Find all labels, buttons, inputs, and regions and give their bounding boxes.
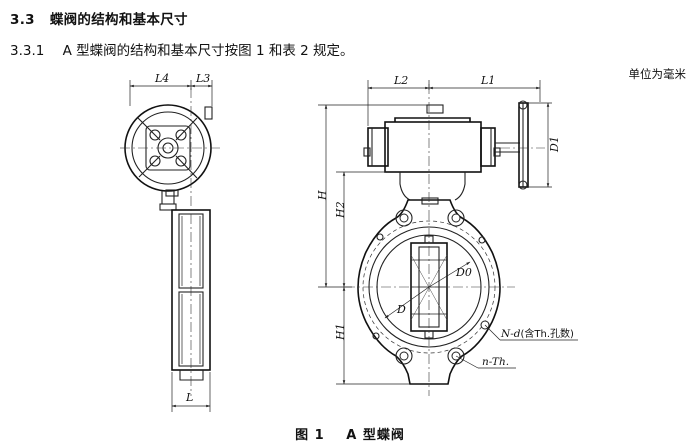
section-title: 蝶阀的结构和基本尺寸 bbox=[49, 12, 188, 28]
dim-D0-label: D0 bbox=[455, 266, 472, 279]
unit-note: 单位为毫米 bbox=[628, 67, 687, 81]
section-number: 3.3 bbox=[10, 12, 35, 28]
clause-text: A 型蝶阀的结构和基本尺寸按图 1 和表 2 规定。 bbox=[62, 43, 354, 59]
dim-D1-label: D1 bbox=[548, 136, 561, 153]
note-Nd-text: (含Th.孔数) bbox=[520, 327, 574, 340]
front-view: D0 D L2 L1 D1 H H2 H1 N-d(含Th.孔数) n-Th. bbox=[316, 74, 578, 396]
note-Nd-symbol: N-d bbox=[500, 328, 521, 340]
section-heading: 3.3 蝶阀的结构和基本尺寸 bbox=[10, 8, 188, 28]
dim-L3-label: L3 bbox=[195, 72, 210, 85]
dim-H-label: H bbox=[316, 190, 329, 201]
side-view: L4 L3 L bbox=[120, 72, 220, 412]
dim-D-label: D bbox=[396, 303, 406, 316]
dim-L1-label: L1 bbox=[480, 74, 495, 87]
dim-L2-label: L2 bbox=[393, 74, 408, 87]
dim-L-label: L bbox=[185, 391, 193, 404]
note-Nd-label: N-d(含Th.孔数) bbox=[500, 327, 574, 340]
handwheel-side bbox=[495, 100, 529, 190]
figure-caption: 图 1 A 型蝶阀 bbox=[0, 424, 700, 443]
figure-title: A 型蝶阀 bbox=[346, 428, 405, 443]
dim-H1-label: H1 bbox=[334, 323, 347, 341]
dim-H2-label: H2 bbox=[334, 201, 347, 219]
figure-number: 图 1 bbox=[295, 428, 325, 443]
clause-paragraph: 3.3.1 A 型蝶阀的结构和基本尺寸按图 1 和表 2 规定。 bbox=[10, 39, 354, 59]
gearbox bbox=[363, 104, 501, 201]
dim-L4-label: L4 bbox=[154, 72, 169, 85]
clause-number: 3.3.1 bbox=[10, 43, 45, 59]
note-nTh-label: n-Th. bbox=[482, 356, 509, 368]
